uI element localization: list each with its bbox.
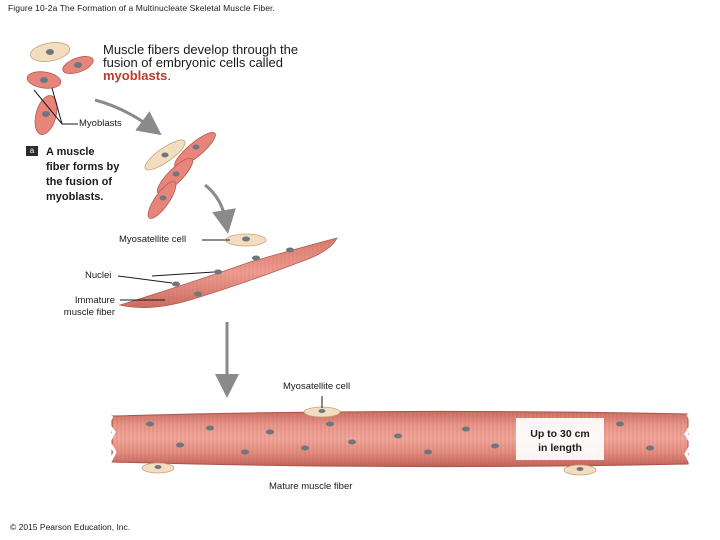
label-immature-muscle-fiber: Immature muscle fiber: [55, 295, 115, 319]
nucleus: [286, 247, 294, 253]
myosatellite-cell-2: [303, 406, 341, 418]
label-myosatellite-cell-1: Myosatellite cell: [119, 234, 187, 245]
copyright-notice: © 2015 Pearson Education, Inc.: [10, 522, 131, 532]
myoblast-cell: [29, 42, 71, 62]
intro-highlight: myoblasts: [103, 68, 168, 83]
length-line-1: Up to 30 cm: [530, 428, 590, 440]
intro-line-3: myoblasts.: [103, 69, 363, 82]
myosatellite-cell-1: [225, 233, 267, 247]
nucleus: [252, 255, 260, 261]
immature-muscle-fiber: [118, 237, 338, 308]
nucleus: [161, 152, 169, 158]
nucleus: [74, 62, 82, 68]
part-desc-line-4: myoblasts.: [46, 191, 104, 203]
intro-line-1: Muscle fibers develop through the: [103, 42, 299, 57]
arrow-step-1: [94, 98, 162, 136]
myosatellite-cell-bottom-right: [563, 464, 597, 476]
mature-nuclei: [146, 421, 654, 455]
nuclei-leader-2: [151, 271, 215, 277]
immature-line-2: muscle fiber: [63, 307, 115, 318]
part-description: A muscle fiber forms by the fusion of my…: [46, 145, 136, 205]
part-desc-line-1: A muscle: [46, 146, 95, 158]
nucleus: [159, 195, 167, 201]
nucleus: [214, 269, 222, 275]
nucleus: [42, 111, 50, 117]
figure-title: Figure 10-2a The Formation of a Multinuc…: [8, 3, 275, 13]
nucleus: [172, 171, 180, 177]
part-letter-badge: a: [26, 146, 38, 156]
label-mature-muscle-fiber: Mature muscle fiber: [269, 481, 353, 492]
nucleus: [40, 77, 48, 83]
nucleus: [192, 144, 200, 150]
intro-text: Muscle fibers develop through the fusion…: [103, 43, 363, 82]
arrow-step-2: [204, 183, 236, 234]
length-line-2: in length: [538, 442, 582, 454]
myoblast-cell: [34, 95, 58, 135]
myoblast-cluster: [26, 42, 94, 135]
length-note: Up to 30 cm in length: [524, 427, 596, 455]
mature-muscle-fiber: [106, 410, 694, 468]
myosatellite-cell-bottom: [141, 462, 175, 474]
immature-line-1: Immature: [74, 295, 115, 306]
nucleus: [172, 281, 180, 287]
part-desc-line-2: fiber forms by: [46, 161, 120, 173]
myoblast-cell: [62, 56, 94, 74]
intro-line-2: fusion of embryonic cells called: [103, 55, 283, 70]
label-nuclei: Nuclei: [85, 270, 112, 281]
nucleus: [194, 291, 202, 297]
nuclei-leader-1: [117, 275, 173, 284]
nucleus: [46, 49, 54, 55]
label-myoblasts: Myoblasts: [79, 118, 122, 129]
label-myosatellite-cell-2: Myosatellite cell: [283, 381, 351, 392]
intro-end: .: [167, 68, 171, 83]
fusing-myoblasts: [144, 132, 216, 219]
myoblast-cell: [26, 71, 62, 89]
part-desc-line-3: the fusion of: [46, 176, 112, 188]
